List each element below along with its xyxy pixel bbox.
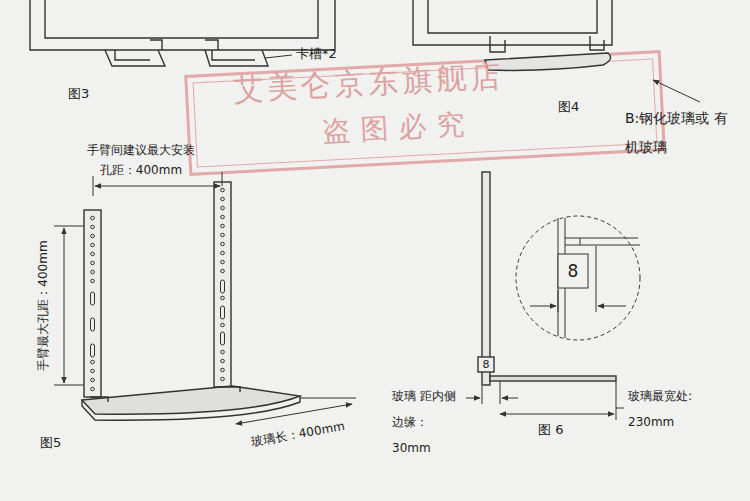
dimension-label: 玻璃最宽处: 230mm (628, 383, 702, 435)
screw-mark: 8 (483, 358, 490, 371)
figure-number: 图4 (558, 98, 579, 116)
figure-number: 图3 (68, 85, 89, 103)
dimension-label: 手臂间建议最大安装 孔距：400mm (80, 140, 202, 180)
watermark: 盗图必究 (322, 105, 476, 151)
screw-mark: 8 (568, 261, 579, 281)
part-label: 卡槽*2 (296, 45, 337, 63)
watermark: 艾美仑京东旗舰店 (232, 56, 506, 111)
dimension-label: 玻璃 距内侧 边缘：30mm (392, 383, 466, 461)
material-note: B:钢化玻璃或 有机玻璃 (625, 104, 733, 162)
dimension-label: 手臂最大孔距：400mm (35, 240, 52, 370)
figure-number: 图 6 (538, 421, 563, 439)
figure-number: 图5 (40, 434, 61, 452)
dimension-label: 玻璃长：400mm (250, 417, 346, 450)
